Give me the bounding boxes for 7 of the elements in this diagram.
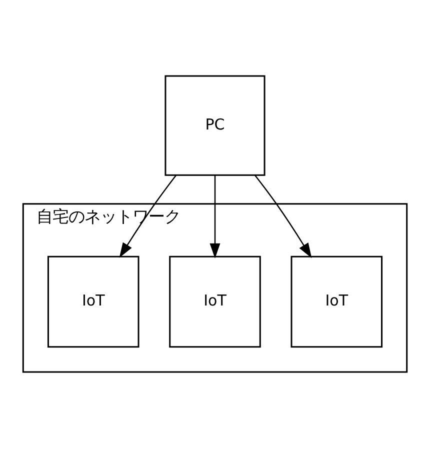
arrow: [119, 174, 177, 258]
node-box: PC: [164, 75, 266, 176]
node-box: IoT: [47, 256, 140, 348]
node-box: IoT: [169, 256, 261, 348]
arrow: [254, 174, 312, 258]
node-box: IoT: [290, 256, 383, 348]
arrow: [210, 175, 220, 258]
